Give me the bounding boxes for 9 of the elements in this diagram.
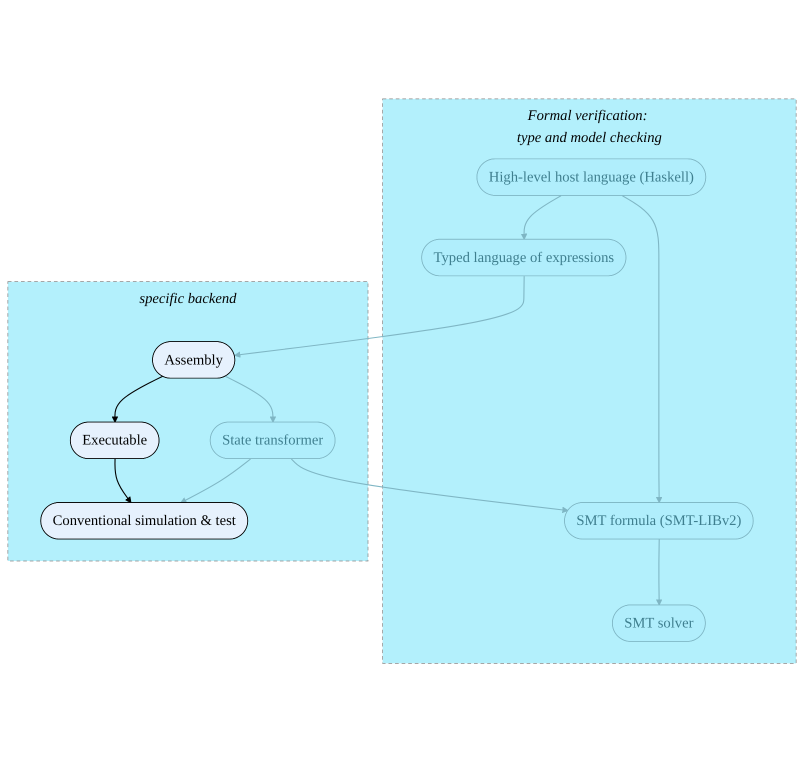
arrow — [290, 458, 569, 513]
arrow — [234, 276, 525, 358]
arrow — [114, 458, 132, 504]
arrow — [656, 539, 662, 606]
arrow — [622, 195, 662, 504]
arrow — [520, 195, 562, 240]
arrow — [225, 376, 276, 423]
arrow — [180, 458, 251, 504]
arrow — [112, 376, 163, 423]
